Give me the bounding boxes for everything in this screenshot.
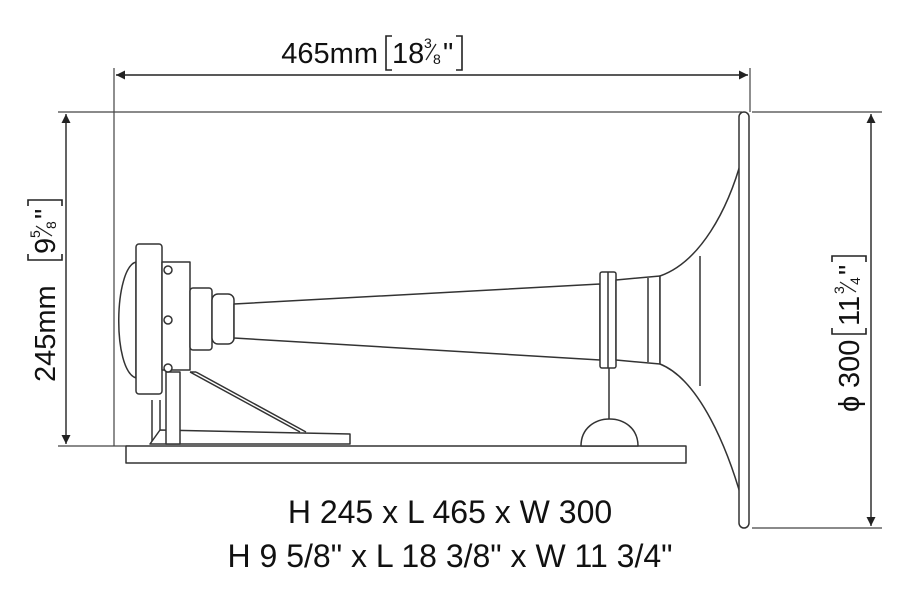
bolt-top [163,265,173,275]
height-imperial-num: 5 [27,230,43,238]
diameter-imperial-num: 3 [831,286,847,294]
diameter-metric-label: 300 [834,340,866,388]
length-bracket-right [456,35,463,71]
mount-brace [189,371,307,433]
base-plate [125,445,687,464]
motor-flange [135,243,163,395]
height-dimension: 245mm 9 5 8 " [27,111,742,447]
caption-imperial: H 9 5/8" x L 18 3/8" x W 11 3/4" [227,538,673,574]
length-fraction-bar [425,43,437,61]
trumpet-tube [233,283,601,361]
bolt-middle [163,315,173,325]
length-imperial-whole: 18 [392,38,424,70]
height-fraction-bar [35,225,53,237]
diameter-imperial-den: 4 [847,277,863,285]
neck-coupler [211,293,235,345]
height-imperial-den: 8 [43,221,59,229]
diameter-bracket-left [831,328,867,335]
diameter-fraction-bar [839,281,857,293]
length-bracket-left [385,35,392,71]
motor-cap [118,261,137,379]
bell-rim [738,111,750,529]
height-bracket-left [27,254,63,261]
diameter-quote: " [834,265,866,275]
height-imperial-whole: 9 [30,238,62,254]
diameter-bracket-right [831,255,867,262]
trumpet-collar [615,275,661,365]
height-quote: " [30,209,62,219]
caption-metric: H 245 x L 465 x W 300 [287,494,613,530]
diameter-symbol: ϕ [834,396,866,412]
neck-nut [189,287,213,351]
horn-drawing [118,111,750,529]
bolt-bottom [163,363,173,373]
length-imperial-num: 3 [424,35,432,51]
height-bracket-right [27,199,63,206]
length-quote: " [443,38,453,70]
length-metric-label: 465mm [281,38,378,70]
length-dimension: 465mm 18 3 8 " [113,35,751,446]
mount-plate-left [165,371,181,445]
diameter-dimension: ϕ 300 11 3 4 " [752,111,882,529]
mount-foot-left [149,429,351,445]
length-imperial-den: 8 [433,51,441,67]
front-support-foot [580,418,639,447]
height-metric-label: 245mm [30,285,62,382]
diameter-imperial-whole: 11 [834,296,866,326]
